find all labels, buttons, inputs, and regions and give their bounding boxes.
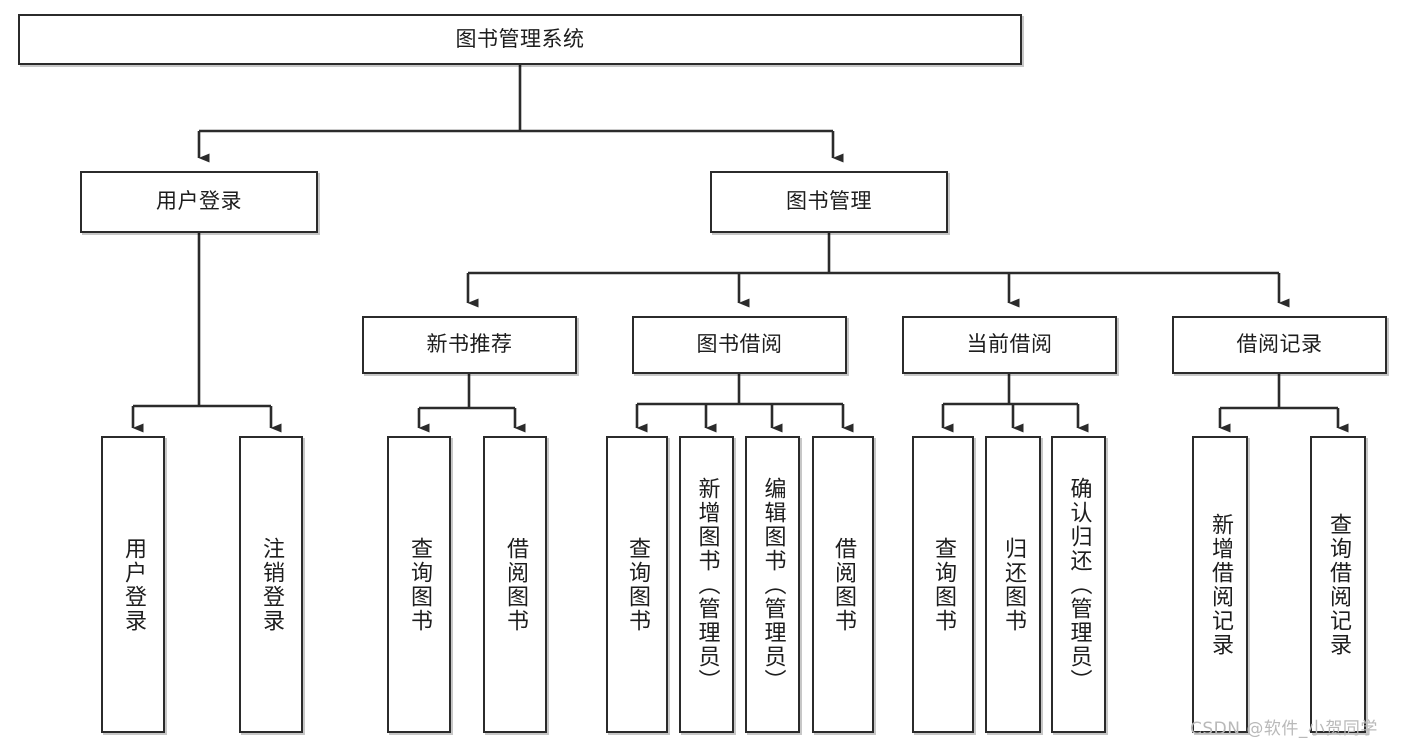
node-user-login[interactable]: 用户登录	[80, 171, 318, 233]
node-leaf-edit-book-admin-label: 编辑图书（管理员）	[760, 476, 786, 693]
node-leaf-add-borrow-record[interactable]: 新增借阅记录	[1192, 436, 1248, 733]
node-book-manage[interactable]: 图书管理	[710, 171, 948, 233]
node-leaf-query-book-2[interactable]: 查询图书	[606, 436, 668, 733]
node-book-borrow-label: 图书借阅	[696, 332, 783, 357]
csdn-watermark: CSDN @软件_小贺同学	[1190, 719, 1378, 739]
node-leaf-logout-label: 注销登录	[258, 536, 284, 633]
node-leaf-add-borrow-record-label: 新增借阅记录	[1207, 512, 1233, 657]
node-leaf-user-login-label: 用户登录	[120, 536, 146, 633]
node-leaf-query-book-3[interactable]: 查询图书	[912, 436, 974, 733]
node-leaf-logout[interactable]: 注销登录	[239, 436, 303, 733]
node-leaf-user-login[interactable]: 用户登录	[101, 436, 165, 733]
node-new-book-recommend-label: 新书推荐	[426, 332, 513, 357]
node-leaf-return-book-label: 归还图书	[1000, 536, 1026, 633]
node-leaf-borrow-book-2-label: 借阅图书	[830, 536, 856, 633]
node-leaf-confirm-return-admin-label: 确认归还（管理员）	[1066, 476, 1092, 693]
node-borrow-record-label: 借阅记录	[1236, 332, 1323, 357]
node-user-login-label: 用户登录	[156, 189, 242, 214]
node-leaf-query-book-1-label: 查询图书	[406, 536, 432, 633]
node-borrow-record[interactable]: 借阅记录	[1172, 316, 1387, 374]
node-leaf-query-borrow-record[interactable]: 查询借阅记录	[1310, 436, 1366, 733]
node-current-borrow-label: 当前借阅	[966, 332, 1053, 357]
node-book-manage-label: 图书管理	[786, 189, 872, 214]
node-root[interactable]: 图书管理系统	[18, 14, 1022, 65]
node-leaf-add-book-admin[interactable]: 新增图书（管理员）	[679, 436, 734, 733]
node-leaf-borrow-book-2[interactable]: 借阅图书	[812, 436, 874, 733]
node-leaf-query-borrow-record-label: 查询借阅记录	[1325, 512, 1351, 657]
node-current-borrow[interactable]: 当前借阅	[902, 316, 1117, 374]
node-leaf-confirm-return-admin[interactable]: 确认归还（管理员）	[1051, 436, 1106, 733]
node-leaf-query-book-1[interactable]: 查询图书	[387, 436, 451, 733]
node-leaf-borrow-book-1[interactable]: 借阅图书	[483, 436, 547, 733]
node-book-borrow[interactable]: 图书借阅	[632, 316, 847, 374]
node-leaf-query-book-2-label: 查询图书	[624, 536, 650, 633]
node-leaf-query-book-3-label: 查询图书	[930, 536, 956, 633]
node-leaf-add-book-admin-label: 新增图书（管理员）	[694, 476, 720, 693]
node-leaf-edit-book-admin[interactable]: 编辑图书（管理员）	[745, 436, 800, 733]
node-root-label: 图书管理系统	[455, 26, 585, 51]
node-new-book-recommend[interactable]: 新书推荐	[362, 316, 577, 374]
node-leaf-borrow-book-1-label: 借阅图书	[502, 536, 528, 633]
node-leaf-return-book[interactable]: 归还图书	[985, 436, 1041, 733]
